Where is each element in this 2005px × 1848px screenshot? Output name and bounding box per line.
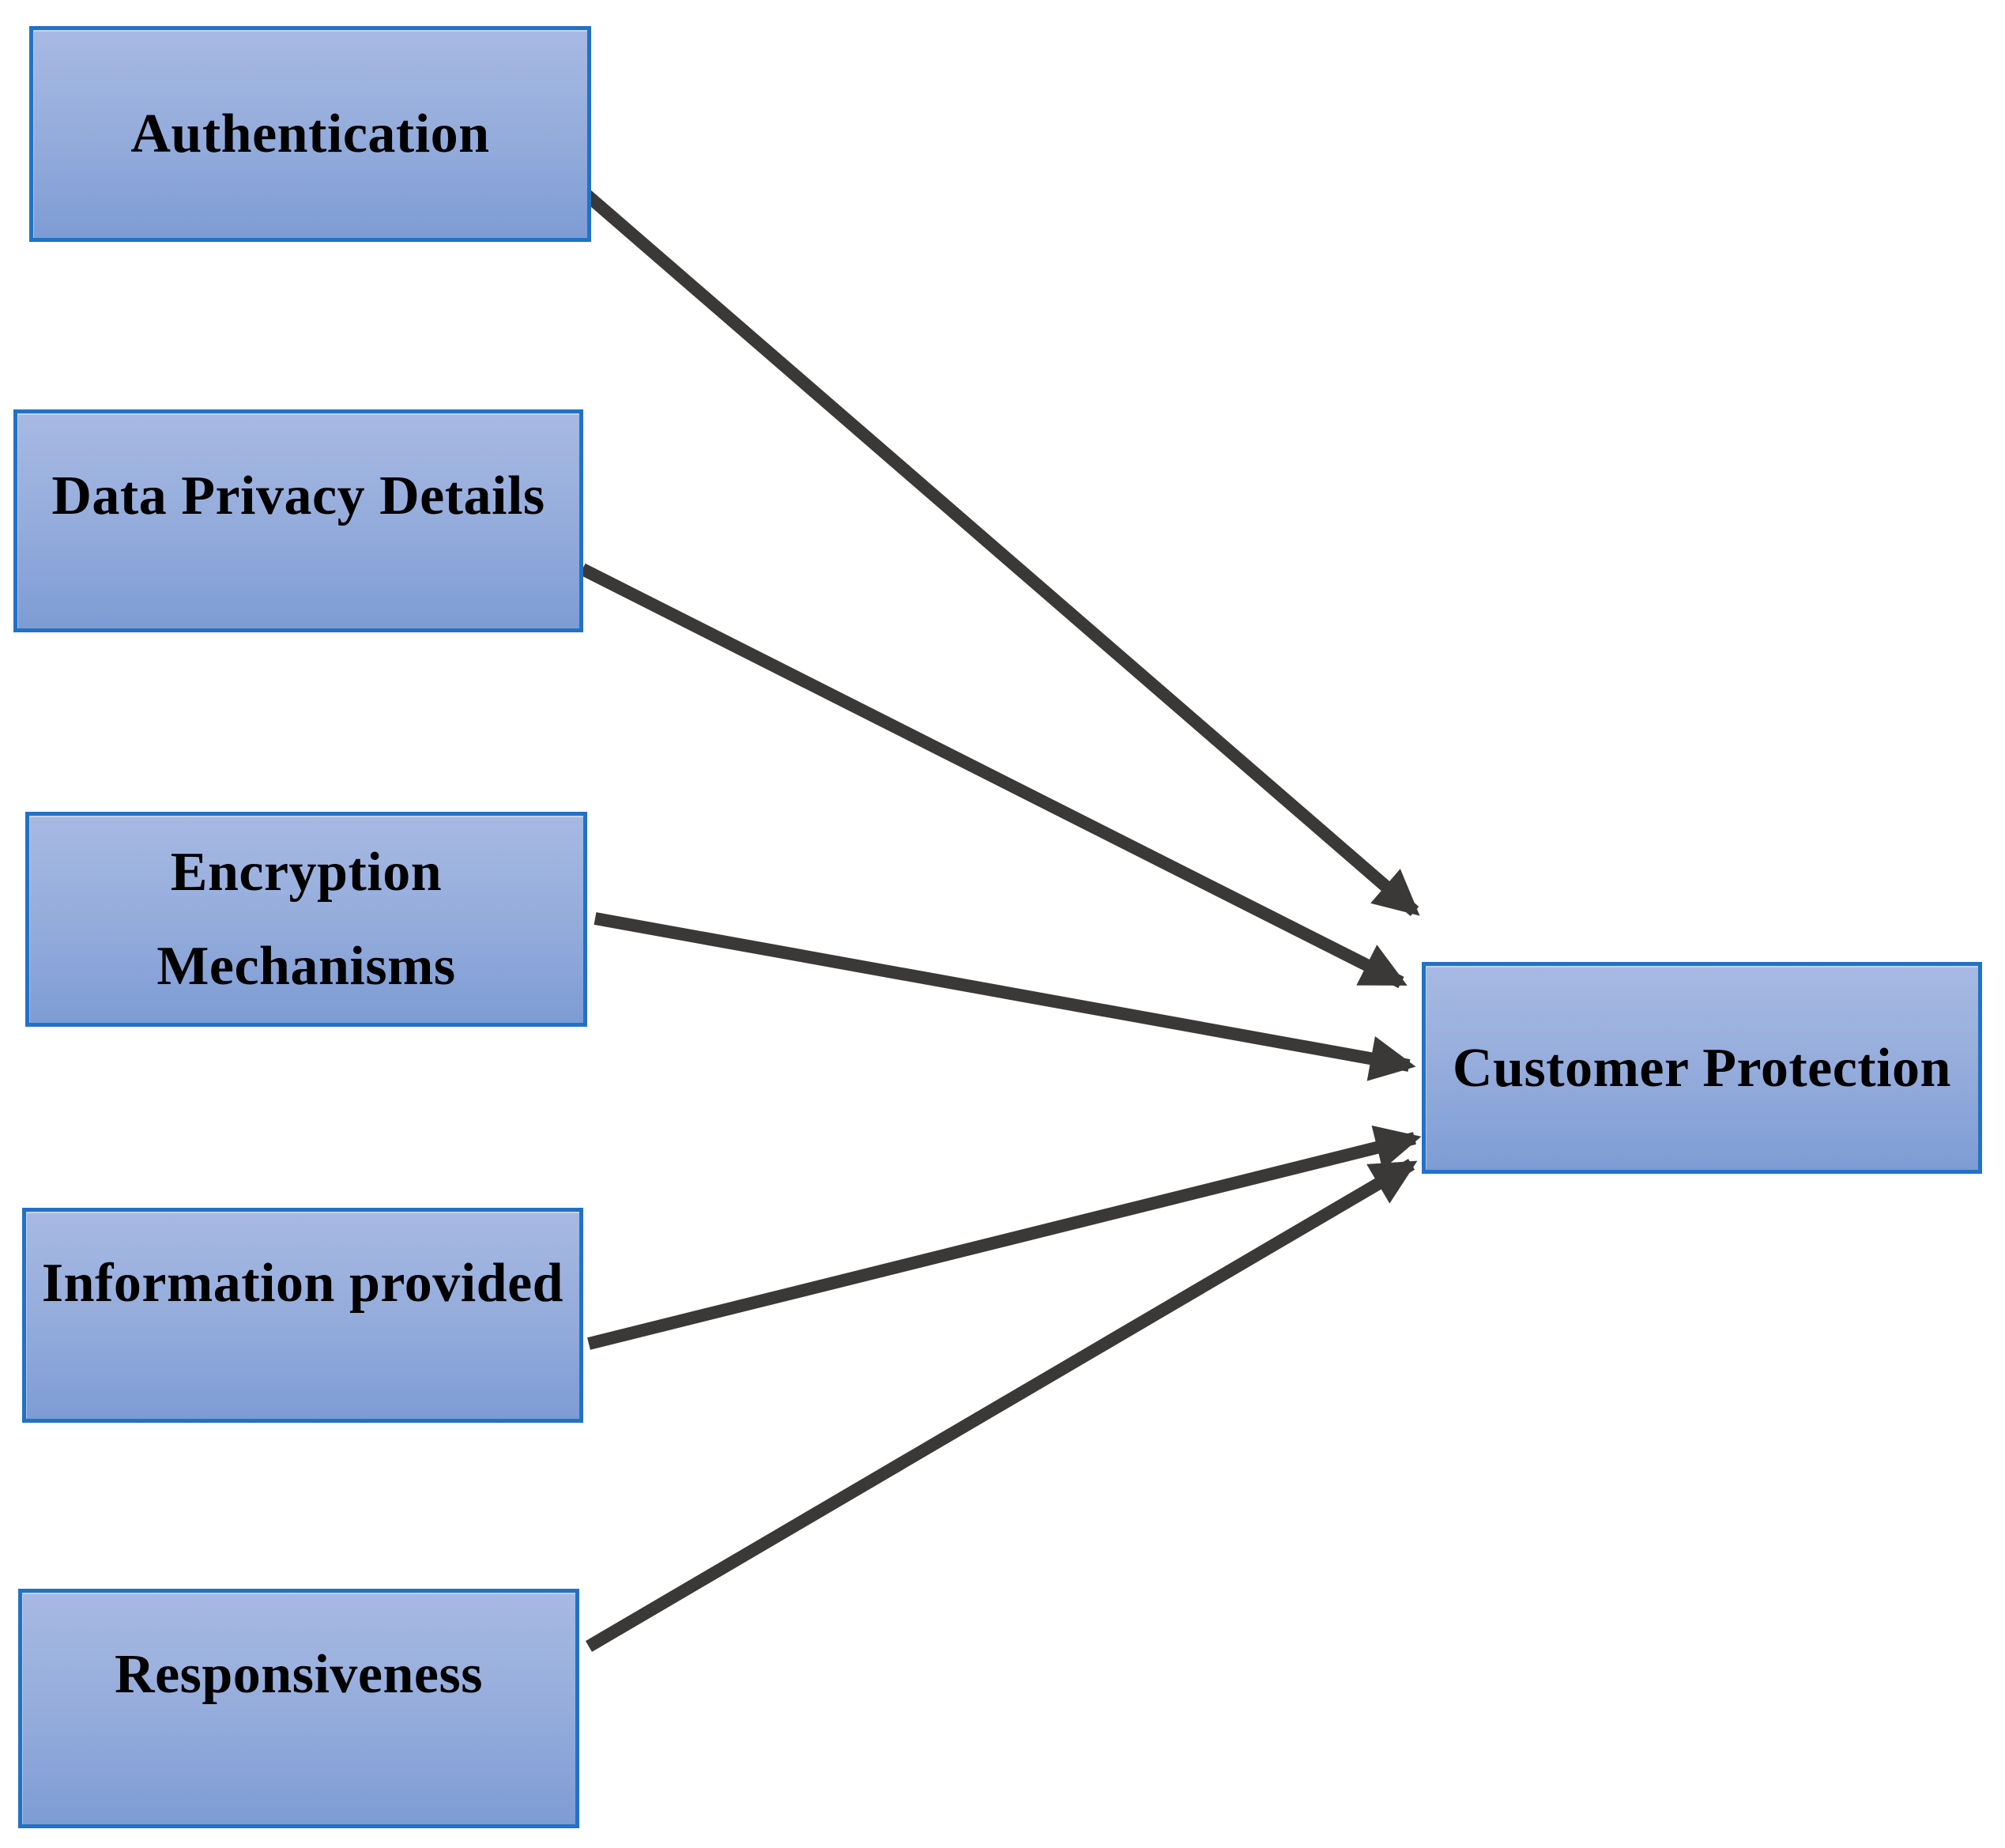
node-responsiveness-label: Responsiveness [115,1644,483,1705]
node-data-privacy-details: Data Privacy Details [13,409,583,632]
arrow-authentication-to-customer-protection [582,190,1420,917]
node-authentication-label: Authentication [130,104,490,164]
node-information-provided-label: Information provided [41,1253,564,1314]
node-customer-protection-label: Customer Protection [1453,1037,1951,1099]
node-data-privacy-details-label: Data Privacy Details [51,466,545,526]
arrow-encryption-to-customer-protection [594,912,1416,1081]
arrow-information-to-customer-protection [587,1125,1422,1350]
node-encryption-mechanisms-label: Encryption Mechanisms [156,842,456,997]
node-customer-protection: Customer Protection [1422,962,1982,1174]
node-information-provided: Information provided [22,1208,583,1423]
node-encryption-mechanisms: Encryption Mechanisms [25,812,587,1027]
node-authentication: Authentication [29,26,591,242]
node-responsiveness: Responsiveness [18,1589,579,1828]
arrow-data-privacy-to-customer-protection [579,563,1408,989]
arrow-responsiveness-to-customer-protection [585,1159,1418,1652]
